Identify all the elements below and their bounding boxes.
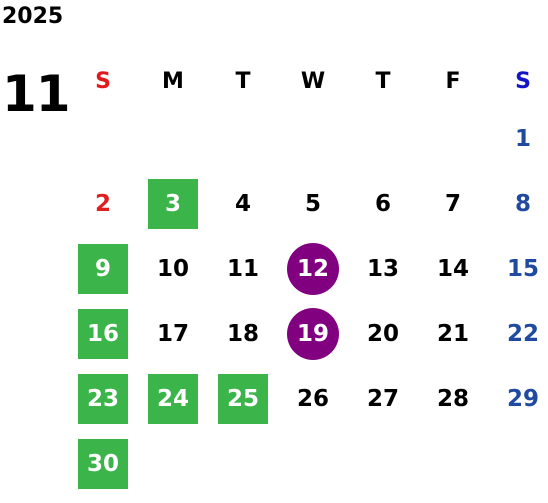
weekday-header-sunday: S (95, 69, 111, 94)
day-cell[interactable]: 26 (278, 366, 348, 431)
day-cell[interactable]: 16 (68, 301, 138, 366)
day-number: 5 (304, 190, 321, 217)
weekday-header-saturday: S (515, 69, 531, 94)
day-number: 8 (514, 190, 531, 217)
day-cell[interactable]: 1 (488, 106, 548, 171)
day-cell[interactable]: 6 (348, 171, 418, 236)
day-number: 30 (78, 438, 128, 489)
day-number: 19 (287, 307, 339, 360)
day-number: 4 (234, 190, 251, 217)
empty-day-cell (68, 106, 138, 171)
week-row: 30 (68, 431, 548, 496)
day-cell[interactable]: 7 (418, 171, 488, 236)
weekday-header-wednesday: W (300, 69, 326, 94)
day-number: 1 (514, 125, 531, 152)
day-cell[interactable]: 29 (488, 366, 548, 431)
day-cell[interactable]: 9 (68, 236, 138, 301)
empty-day-cell (278, 106, 348, 171)
day-number: 21 (436, 320, 469, 347)
day-number: 17 (156, 320, 189, 347)
day-number: 18 (226, 320, 259, 347)
day-cell[interactable]: 8 (488, 171, 548, 236)
year-label: 2025 (2, 4, 64, 29)
day-cell[interactable]: 21 (418, 301, 488, 366)
day-cell[interactable]: 17 (138, 301, 208, 366)
empty-day-cell (488, 431, 548, 496)
weekday-header-thursday: T (375, 69, 391, 94)
day-number: 2 (94, 190, 111, 217)
day-cell[interactable]: 2 (68, 171, 138, 236)
weekday-header-row: S M T W T F S (68, 57, 548, 106)
day-number: 11 (226, 255, 259, 282)
empty-day-cell (278, 431, 348, 496)
day-number: 10 (156, 255, 189, 282)
day-number: 27 (366, 385, 399, 412)
day-number: 14 (436, 255, 469, 282)
day-number: 9 (78, 243, 128, 294)
day-number: 6 (374, 190, 391, 217)
empty-day-cell (208, 106, 278, 171)
week-row: 1 (68, 106, 548, 171)
day-number: 16 (78, 308, 128, 359)
day-cell[interactable]: 25 (208, 366, 278, 431)
week-row: 23 24 25 26 27 28 29 (68, 366, 548, 431)
day-number: 3 (148, 178, 198, 229)
day-number: 13 (366, 255, 399, 282)
weekday-header-friday: F (445, 69, 461, 94)
day-cell[interactable]: 11 (208, 236, 278, 301)
day-cell[interactable]: 3 (138, 171, 208, 236)
day-cell[interactable]: 12 (278, 236, 348, 301)
weekday-header-tuesday: T (235, 69, 251, 94)
day-cell[interactable]: 14 (418, 236, 488, 301)
empty-day-cell (418, 431, 488, 496)
day-cell[interactable]: 10 (138, 236, 208, 301)
day-number: 23 (78, 373, 128, 424)
empty-day-cell (348, 106, 418, 171)
week-row: 9 10 11 12 13 14 15 (68, 236, 548, 301)
day-cell[interactable]: 19 (278, 301, 348, 366)
day-cell[interactable]: 24 (138, 366, 208, 431)
empty-day-cell (138, 106, 208, 171)
day-number: 29 (506, 385, 539, 412)
day-number: 15 (506, 255, 539, 282)
empty-day-cell (138, 431, 208, 496)
day-cell[interactable]: 22 (488, 301, 548, 366)
day-number: 22 (506, 320, 539, 347)
day-number: 28 (436, 385, 469, 412)
day-number: 26 (296, 385, 329, 412)
empty-day-cell (208, 431, 278, 496)
day-cell[interactable]: 30 (68, 431, 138, 496)
day-number: 12 (287, 242, 339, 295)
day-number: 24 (148, 373, 198, 424)
empty-day-cell (418, 106, 488, 171)
day-cell[interactable]: 15 (488, 236, 548, 301)
day-cell[interactable]: 4 (208, 171, 278, 236)
day-cell[interactable]: 20 (348, 301, 418, 366)
day-cell[interactable]: 28 (418, 366, 488, 431)
day-number: 7 (444, 190, 461, 217)
day-number: 20 (366, 320, 399, 347)
week-row: 2 3 4 5 6 7 8 (68, 171, 548, 236)
day-cell[interactable]: 18 (208, 301, 278, 366)
month-label: 11 (2, 65, 71, 123)
week-row: 16 17 18 19 20 21 22 (68, 301, 548, 366)
day-cell[interactable]: 5 (278, 171, 348, 236)
day-cell[interactable]: 23 (68, 366, 138, 431)
day-cell[interactable]: 13 (348, 236, 418, 301)
empty-day-cell (348, 431, 418, 496)
day-cell[interactable]: 27 (348, 366, 418, 431)
day-number: 25 (218, 373, 268, 424)
weekday-header-monday: M (162, 69, 184, 94)
